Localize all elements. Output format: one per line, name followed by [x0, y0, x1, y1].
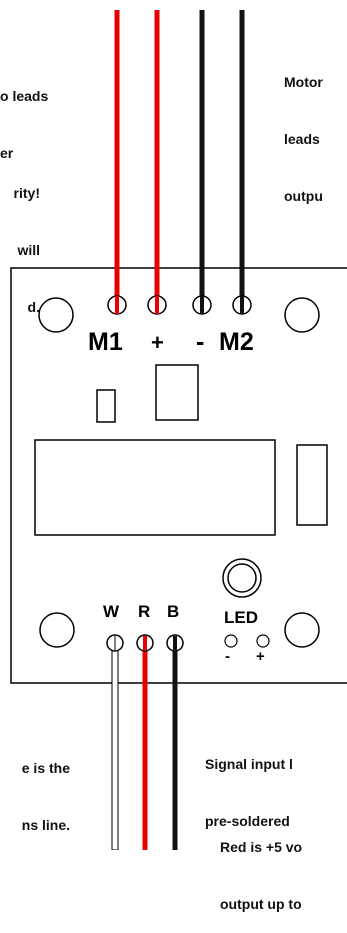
- label-m2: M2: [219, 328, 254, 356]
- label-led: LED: [224, 608, 258, 627]
- label-led-plus: +: [256, 648, 265, 665]
- note-bottom-left-line-1: e is the: [21, 760, 70, 776]
- note-polarity: rity! will d.: [0, 146, 40, 336]
- note-polarity-line-2: will: [17, 242, 40, 258]
- led-inner: [227, 563, 257, 593]
- label-b: B: [167, 602, 180, 621]
- component-small: [96, 389, 116, 423]
- note-polarity-line-3: d.: [27, 299, 40, 315]
- wire-white: [111, 642, 119, 850]
- note-bottom-left: e is the ns line.: [0, 721, 70, 854]
- led-pad-minus: [224, 634, 238, 648]
- mounting-hole-bottom-left: [39, 612, 75, 648]
- note-signal-line-1: Signal input l: [205, 756, 293, 772]
- note-signal-input: Signal input l pre-soldered: [205, 717, 293, 850]
- note-top-left-line-2: er: [0, 145, 14, 161]
- label-w: W: [103, 602, 120, 621]
- label-plus: +: [151, 330, 164, 355]
- note-red-output: Red is +5 vo output up to: [220, 800, 302, 933]
- note-top-left: o leads er: [0, 49, 48, 182]
- note-motor-line-2: leads: [284, 131, 320, 147]
- note-polarity-line-1: rity!: [13, 185, 40, 201]
- label-minus: -: [196, 328, 205, 356]
- mounting-hole-top-right: [284, 297, 320, 333]
- label-led-minus: -: [225, 648, 230, 665]
- led-pad-plus: [256, 634, 270, 648]
- component-side: [296, 444, 328, 526]
- component-square: [155, 364, 199, 421]
- mounting-hole-top-left: [38, 297, 74, 333]
- note-top-left-line-1: o leads: [0, 88, 49, 104]
- note-red-line-2: output up to: [220, 896, 302, 912]
- wiring-diagram: [10, 10, 347, 850]
- note-signal-line-2: pre-soldered: [205, 813, 290, 829]
- note-red-line-1: Red is +5 vo: [220, 839, 303, 855]
- note-motor-line-3: outpu: [284, 188, 323, 204]
- label-m1: M1: [88, 328, 123, 356]
- note-motor-line-1: Motor: [284, 74, 323, 90]
- mounting-hole-bottom-right: [284, 612, 320, 648]
- label-r: R: [138, 602, 151, 621]
- component-main-chip: [34, 439, 276, 536]
- note-bottom-left-line-2: ns line.: [21, 817, 70, 833]
- note-motor-leads: Motor leads outpu: [284, 35, 323, 225]
